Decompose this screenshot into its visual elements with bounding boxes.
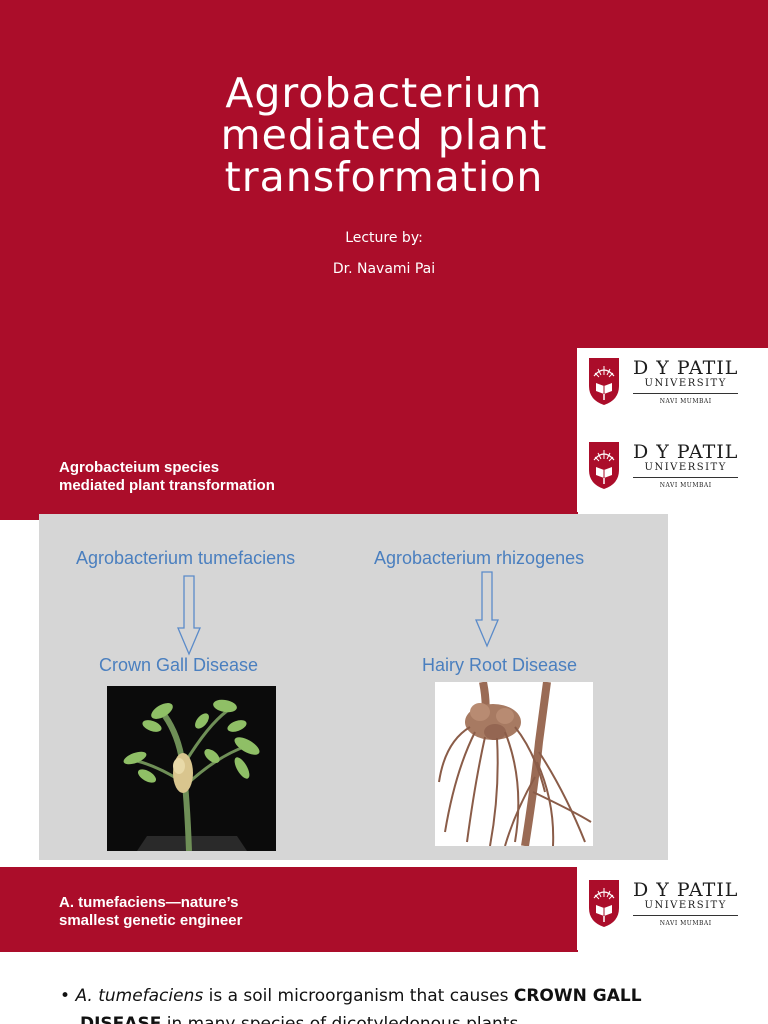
logo-name: D Y PATIL — [633, 878, 739, 901]
university-logo: D Y PATIL UNIVERSITY NAVI MUMBAI — [577, 432, 768, 512]
header-band: Agrobacteium species mediated plant tran… — [0, 432, 578, 520]
bullet-item-continuation: DISEASE in many species of dicotyledonou… — [80, 1014, 768, 1024]
university-crest-icon — [589, 442, 619, 489]
logo-university: UNIVERSITY — [633, 378, 739, 394]
logo-university: UNIVERSITY — [633, 462, 739, 478]
logo-university: UNIVERSITY — [633, 900, 739, 916]
logo-city: NAVI MUMBAI — [659, 397, 712, 405]
logo-name: D Y PATIL — [633, 356, 739, 379]
logo-name: D Y PATIL — [633, 440, 739, 463]
university-logo: D Y PATIL UNIVERSITY NAVI MUMBAI — [577, 348, 768, 432]
title-slide: Agrobacterium mediated plant transformat… — [0, 0, 768, 432]
bullet-item: • A. tumefaciens is a soil microorganism… — [60, 986, 760, 1006]
slide-heading-line-1: A. tumefaciens—nature’s — [59, 894, 239, 911]
crown-gall-label: Crown Gall Disease — [99, 655, 259, 675]
tumefaciens-label: Agrobacterium tumefaciens — [76, 548, 296, 568]
crown-gall-photo — [107, 686, 276, 851]
bullet-marker: • — [60, 986, 71, 1006]
lecturer-name: Dr. Navami Pai — [332, 261, 436, 277]
slide-title-line-2: mediated plant — [220, 111, 548, 159]
university-logo: D Y PATIL UNIVERSITY NAVI MUMBAI — [577, 866, 768, 950]
bullet-bold-term: CROWN GALL — [513, 986, 642, 1006]
slide-title-line-3: transformation — [224, 153, 544, 201]
university-crest-icon — [589, 358, 619, 405]
logo-city: NAVI MUMBAI — [659, 919, 712, 927]
slide-heading: Agrobacteium species mediated plant tran… — [59, 459, 459, 495]
logo-city: NAVI MUMBAI — [659, 481, 712, 489]
university-crest-icon — [589, 880, 619, 927]
lecture-by-label: Lecture by: — [345, 230, 423, 246]
slide-title: Agrobacterium mediated plant transformat… — [0, 72, 768, 198]
slide-heading-line-2: smallest genetic engineer — [59, 912, 243, 929]
down-arrow-icon — [475, 571, 499, 648]
slide-heading-line-2: mediated plant transformation — [59, 477, 275, 494]
bullet-italic-term: A. tumefaciens — [75, 986, 204, 1006]
hairy-root-photo — [435, 682, 593, 846]
slide-heading-line-1: Agrobacteium species — [59, 459, 220, 476]
down-arrow-icon — [177, 575, 201, 656]
bullet-text: is a soil microorganism that causes — [203, 986, 514, 1006]
hairy-root-label: Hairy Root Disease — [422, 655, 578, 675]
bullet-bold-term-2: DISEASE — [80, 1014, 162, 1024]
header-band: A. tumefaciens—nature’s smallest genetic… — [0, 867, 578, 952]
slide-heading: A. tumefaciens—nature’s smallest genetic… — [59, 894, 459, 930]
disease-figure: Agrobacterium tumefaciens Agrobacterium … — [39, 514, 668, 860]
rhizogenes-label: Agrobacterium rhizogenes — [374, 548, 585, 568]
slide-title-line-1: Agrobacterium — [225, 69, 543, 117]
bullet-text-2: in many species of dicotyledonous plants… — [161, 1014, 524, 1024]
